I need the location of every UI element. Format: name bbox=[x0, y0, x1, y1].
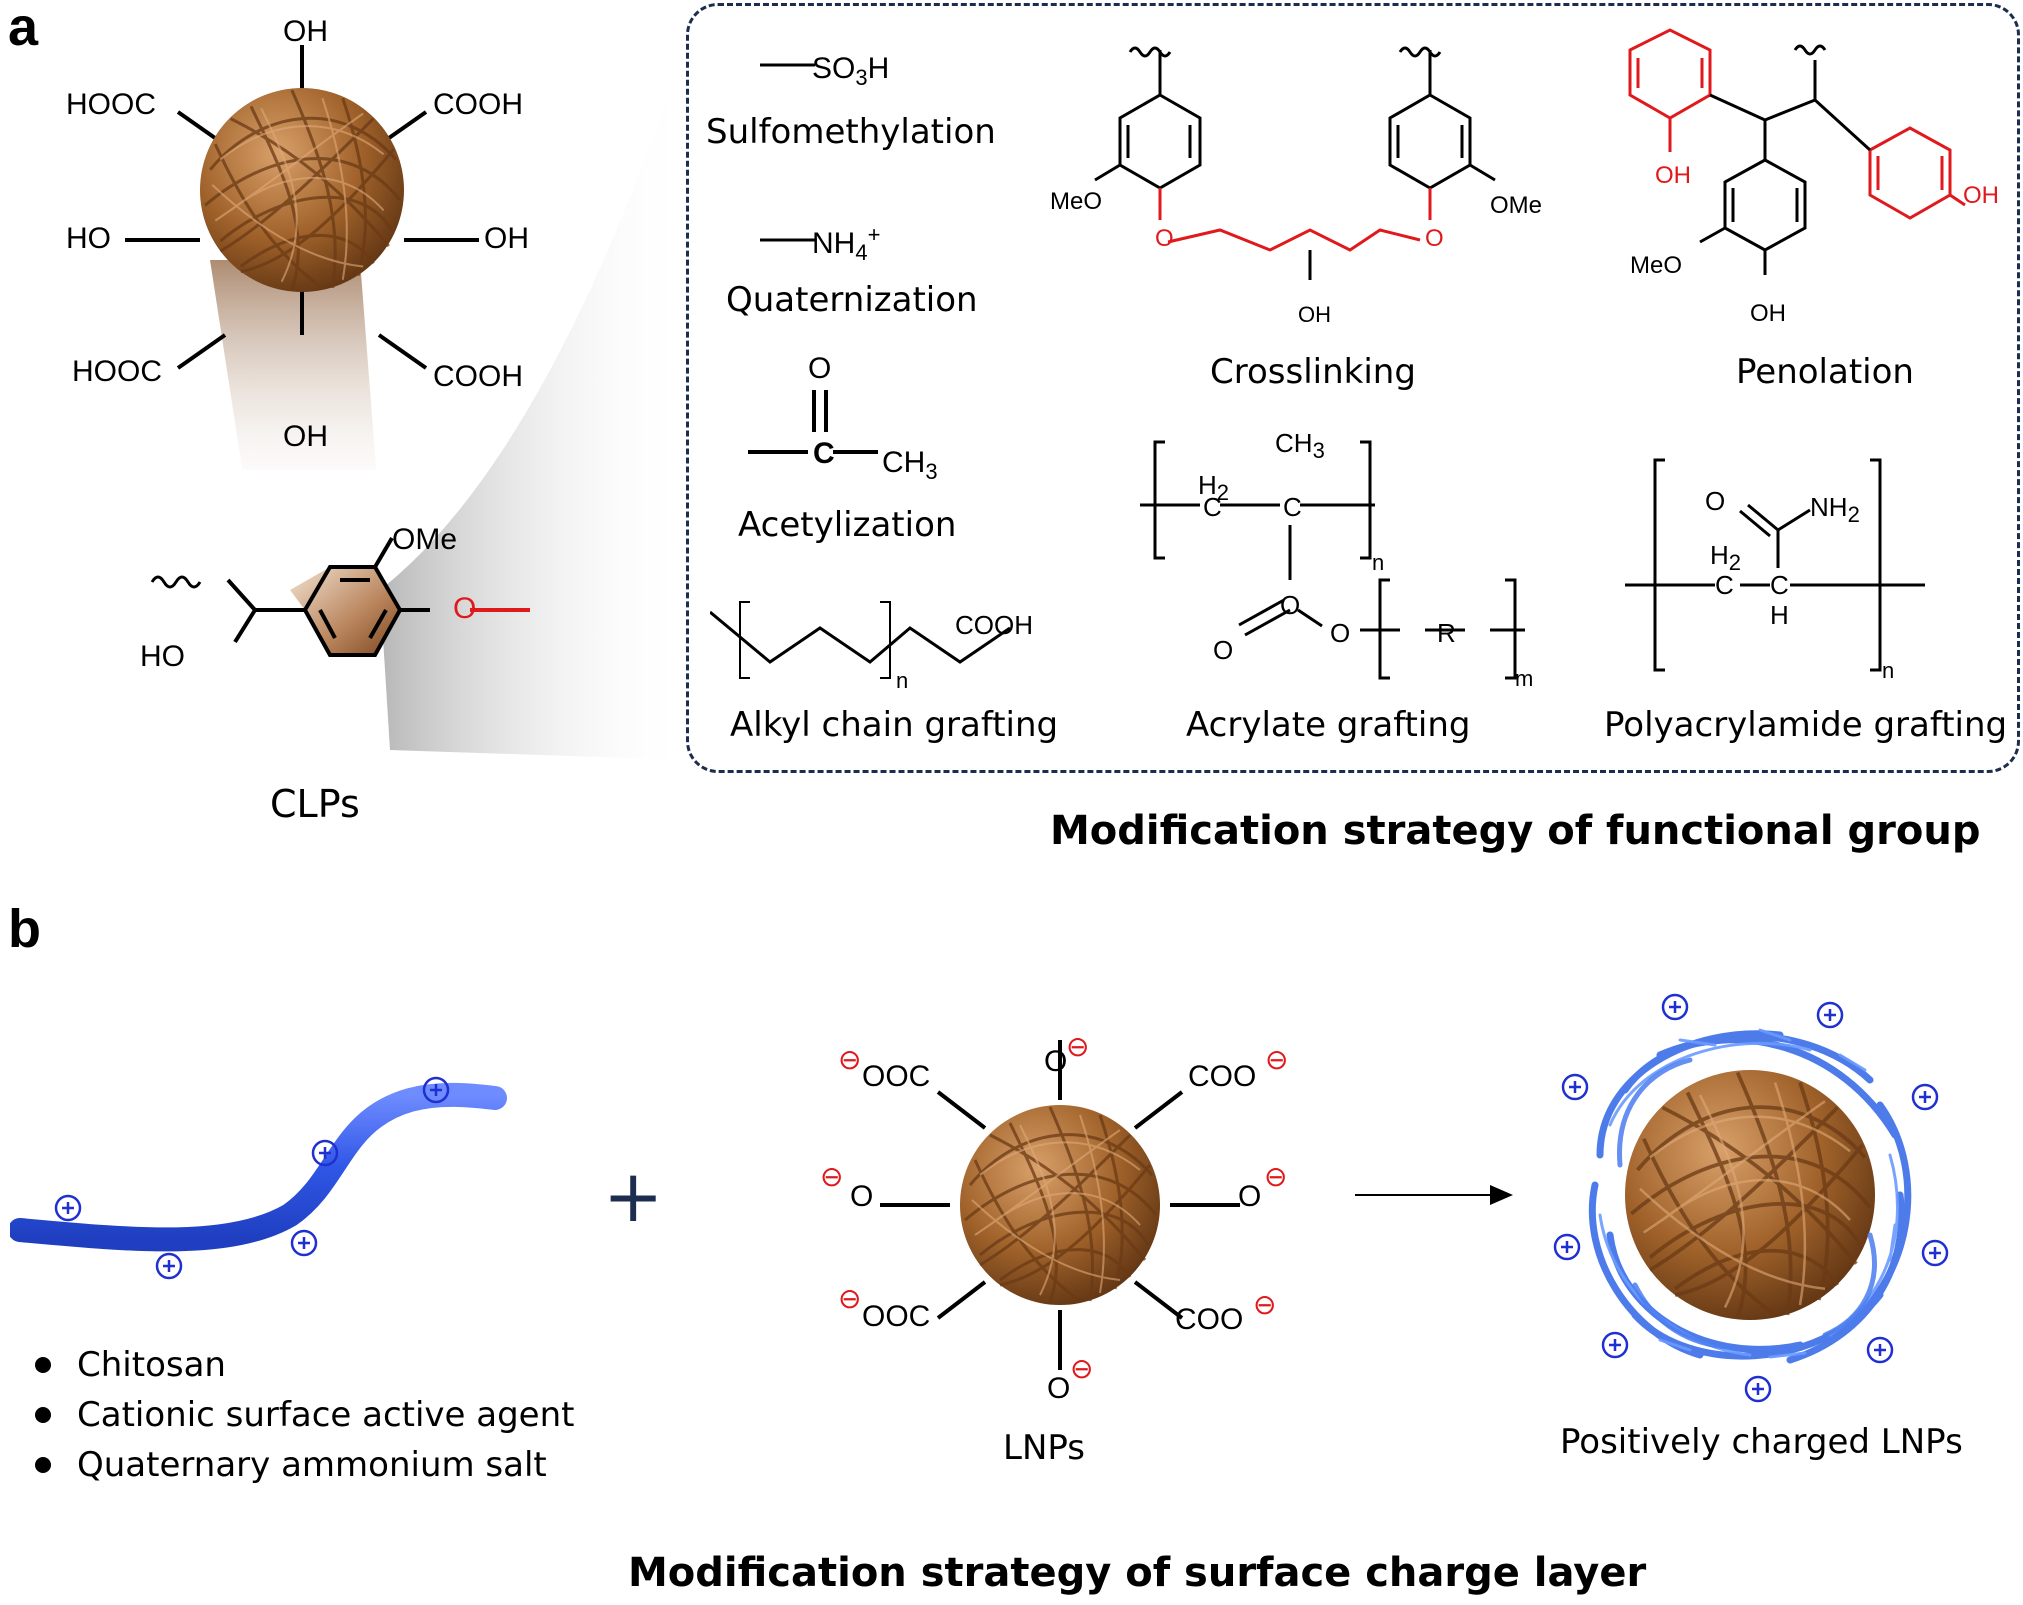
acrylate-structure bbox=[1140, 440, 1525, 680]
acrylate-r: R bbox=[1437, 618, 1456, 648]
acrylate-m: m bbox=[1515, 666, 1534, 691]
acrylate-n: n bbox=[1372, 550, 1385, 575]
polyacrylamide-o: O bbox=[1705, 486, 1726, 516]
clp-group-mid-left: HO bbox=[66, 222, 111, 255]
phenolation-oh-left: OH bbox=[1655, 162, 1691, 189]
lnp-group-upper-left: OOC bbox=[862, 1060, 931, 1093]
crosslinking-ome: OMe bbox=[1490, 192, 1543, 219]
quaternization-label: Quaternization bbox=[726, 280, 978, 320]
alkyl-cooh: COOH bbox=[955, 610, 1033, 640]
clp-group-mid-right: OH bbox=[484, 222, 529, 255]
negative-charge-icon: ⊖ bbox=[1264, 1161, 1288, 1192]
clp-group-upper-right: COOH bbox=[433, 88, 523, 121]
monomer-ome: OMe bbox=[392, 523, 458, 556]
lnp-group-mid-left: O bbox=[850, 1180, 874, 1213]
lnp-group-lower-left: OOC bbox=[862, 1300, 931, 1333]
phenolation-oh-bottom: OH bbox=[1750, 300, 1786, 327]
lnps-label: LNPs bbox=[1003, 1428, 1085, 1468]
crosslinking-label: Crosslinking bbox=[1210, 352, 1416, 392]
lignin-monomer-structure bbox=[150, 536, 530, 657]
sulfomethylation-bond bbox=[760, 63, 815, 67]
lnp-group-lower-right: COO bbox=[1175, 1303, 1244, 1336]
polyacrylamide-c1: C bbox=[1715, 570, 1734, 600]
bullet-icon bbox=[35, 1357, 51, 1373]
chitosan-chain bbox=[10, 1076, 507, 1280]
negative-charge-icon: ⊖ bbox=[820, 1161, 844, 1192]
monomer-ho: HO bbox=[140, 640, 185, 673]
lnp-group-top: O bbox=[1044, 1045, 1068, 1078]
negative-charge-icon: ⊖ bbox=[1066, 1031, 1090, 1062]
negative-charge-icon: ⊖ bbox=[1070, 1353, 1094, 1384]
crosslinking-structure bbox=[1094, 46, 1496, 280]
clp-group-upper-left: HOOC bbox=[66, 88, 156, 121]
acrylate-c2: C bbox=[1283, 492, 1302, 522]
sulfomethylation-formula: SO3H bbox=[812, 52, 890, 90]
clp-particle-figure bbox=[125, 45, 479, 470]
phenolation-structure bbox=[1628, 28, 1966, 275]
polyacrylamide-nh2: NH2 bbox=[1810, 492, 1860, 528]
clps-label: CLPs bbox=[270, 782, 360, 826]
plus-operator: + bbox=[603, 1154, 664, 1238]
negative-charge-icon: ⊖ bbox=[838, 1283, 862, 1314]
reaction-arrow bbox=[1355, 1185, 1513, 1205]
clp-group-lower-left: HOOC bbox=[72, 355, 162, 388]
clp-group-top: OH bbox=[283, 15, 328, 48]
list-item: Quaternary ammonium salt bbox=[35, 1440, 574, 1490]
polyacrylamide-h2: H2 bbox=[1710, 540, 1742, 576]
bullet-icon bbox=[35, 1457, 51, 1473]
list-item: Cationic surface active agent bbox=[35, 1390, 574, 1440]
phenolation-meo: MeO bbox=[1630, 252, 1683, 279]
acetylization-ch3: CH3 bbox=[882, 446, 938, 484]
panel-b-label: b bbox=[8, 899, 41, 959]
acrylate-label: Acrylate grafting bbox=[1186, 705, 1471, 745]
cation-source-list: Chitosan Cationic surface active agent Q… bbox=[35, 1340, 574, 1490]
acetylization-label: Acetylization bbox=[738, 505, 957, 545]
alkyl-chain-structure bbox=[710, 601, 1011, 679]
panel-a-heading: Modification strategy of functional grou… bbox=[1050, 808, 1981, 854]
acrylate-c1: C bbox=[1203, 492, 1222, 522]
crosslinking-o-right: O bbox=[1425, 225, 1444, 252]
positive-lnps-label: Positively charged LNPs bbox=[1560, 1422, 1963, 1462]
polyacrylamide-label: Polyacrylamide grafting bbox=[1604, 705, 2008, 745]
crosslinking-oh: OH bbox=[1298, 302, 1331, 327]
lnp-group-upper-right: COO bbox=[1188, 1060, 1257, 1093]
polyacrylamide-n: n bbox=[1882, 658, 1895, 683]
zoom-beam bbox=[380, 60, 690, 760]
lnp-particle-figure bbox=[880, 1040, 1240, 1370]
clp-group-lower-right: COOH bbox=[433, 360, 523, 393]
quaternization-formula: NH4+ bbox=[812, 222, 881, 265]
functional-group-frame bbox=[686, 3, 2020, 773]
panel-a-label: a bbox=[8, 0, 39, 57]
phenolation-oh-right: OH bbox=[1963, 182, 1999, 209]
polyacrylamide-h: H bbox=[1770, 600, 1789, 630]
lnp-group-bottom: O bbox=[1047, 1372, 1071, 1405]
negative-charge-icon: ⊖ bbox=[1253, 1289, 1277, 1320]
crosslinking-meo: MeO bbox=[1050, 188, 1103, 215]
polyacrylamide-c2: C bbox=[1770, 570, 1789, 600]
acrylate-ch3: CH3 bbox=[1275, 428, 1325, 464]
polyacrylamide-structure bbox=[1625, 458, 1925, 672]
panel-b-heading: Modification strategy of surface charge … bbox=[628, 1550, 1647, 1596]
alkyl-chain-label: Alkyl chain grafting bbox=[730, 705, 1059, 745]
quaternization-bond bbox=[760, 238, 815, 242]
lnp-group-mid-right: O bbox=[1238, 1180, 1262, 1213]
acetylization-c: C bbox=[813, 437, 835, 470]
positive-lnp-figure bbox=[1553, 993, 1949, 1403]
clp-group-bottom: OH bbox=[283, 420, 328, 453]
list-item: Chitosan bbox=[35, 1340, 574, 1390]
acrylate-h2: H2 bbox=[1198, 470, 1230, 506]
alkyl-n: n bbox=[896, 668, 909, 693]
negative-charge-icon: ⊖ bbox=[838, 1044, 862, 1075]
bullet-icon bbox=[35, 1407, 51, 1423]
acetylization-o: O bbox=[808, 352, 832, 385]
acetylization-structure bbox=[748, 390, 878, 454]
acrylate-o-carbonyl: O bbox=[1213, 635, 1234, 665]
phenolation-label: Penolation bbox=[1736, 352, 1914, 392]
negative-charge-icon: ⊖ bbox=[1265, 1044, 1289, 1075]
crosslinking-o-left: O bbox=[1155, 225, 1174, 252]
acrylate-o-link: O bbox=[1330, 618, 1351, 648]
monomer-o: O bbox=[453, 592, 477, 625]
acrylate-o-ester: O bbox=[1280, 590, 1301, 620]
sulfomethylation-label: Sulfomethylation bbox=[706, 112, 996, 152]
